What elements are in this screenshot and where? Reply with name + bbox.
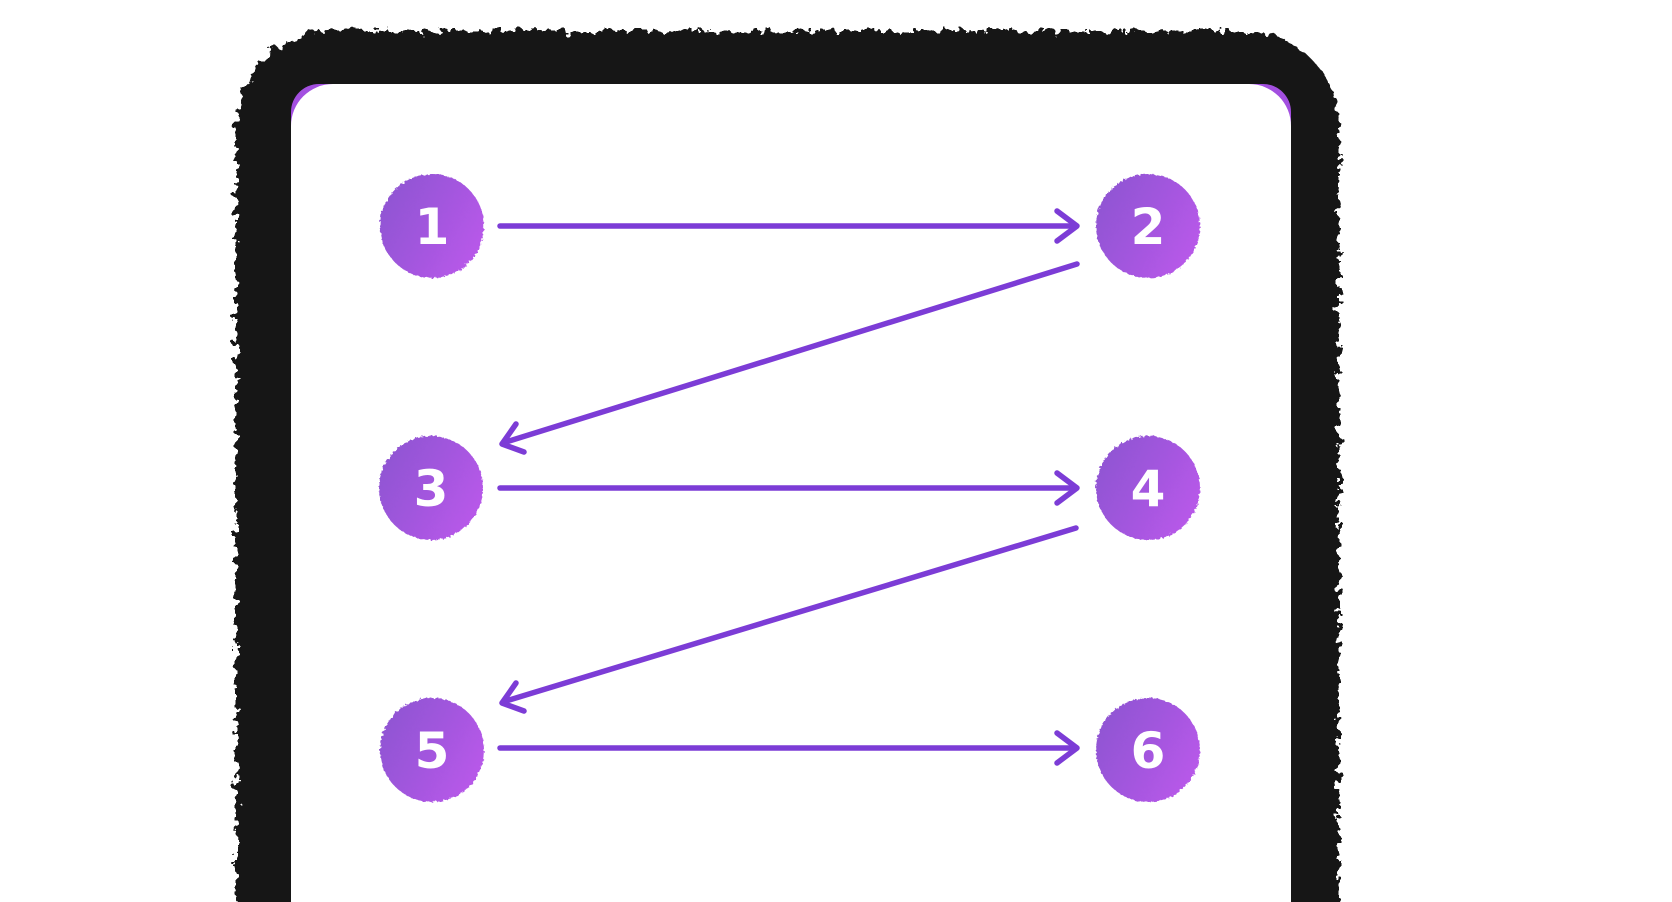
edge-arrowhead-3-4 [1054,470,1080,506]
node-label-4: 4 [1131,460,1166,518]
node-label-2: 2 [1131,198,1166,256]
edges-layer [497,208,1080,766]
node-label-6: 6 [1131,722,1166,780]
node-label-5: 5 [415,722,450,780]
node-circle-4 [1096,436,1200,540]
edge-arrowhead-2-3 [499,421,527,455]
edge-arrow-2-3 [499,261,1080,455]
edge-arrowhead-1-2 [1054,208,1080,244]
node-circle-6 [1096,698,1200,802]
edge-shaft-2-3 [503,261,1080,445]
edge-arrow-4-5 [499,525,1079,714]
card-surface [291,84,1291,902]
node-circle-3 [379,436,483,540]
node-circle-5 [380,698,484,802]
node-label-3: 3 [414,460,449,518]
edge-arrowhead-5-6 [1054,730,1080,766]
edge-arrow-1-2 [497,208,1080,244]
nodes-layer: 1 2 3 4 5 6 [379,174,1200,802]
edge-arrow-5-6 [497,730,1080,766]
node-label-1: 1 [415,198,450,256]
edge-arrow-3-4 [497,470,1080,506]
edge-arrowhead-4-5 [499,680,527,714]
node-circle-2 [1096,174,1200,278]
edge-shaft-4-5 [503,525,1079,704]
node-circle-1 [380,174,484,278]
